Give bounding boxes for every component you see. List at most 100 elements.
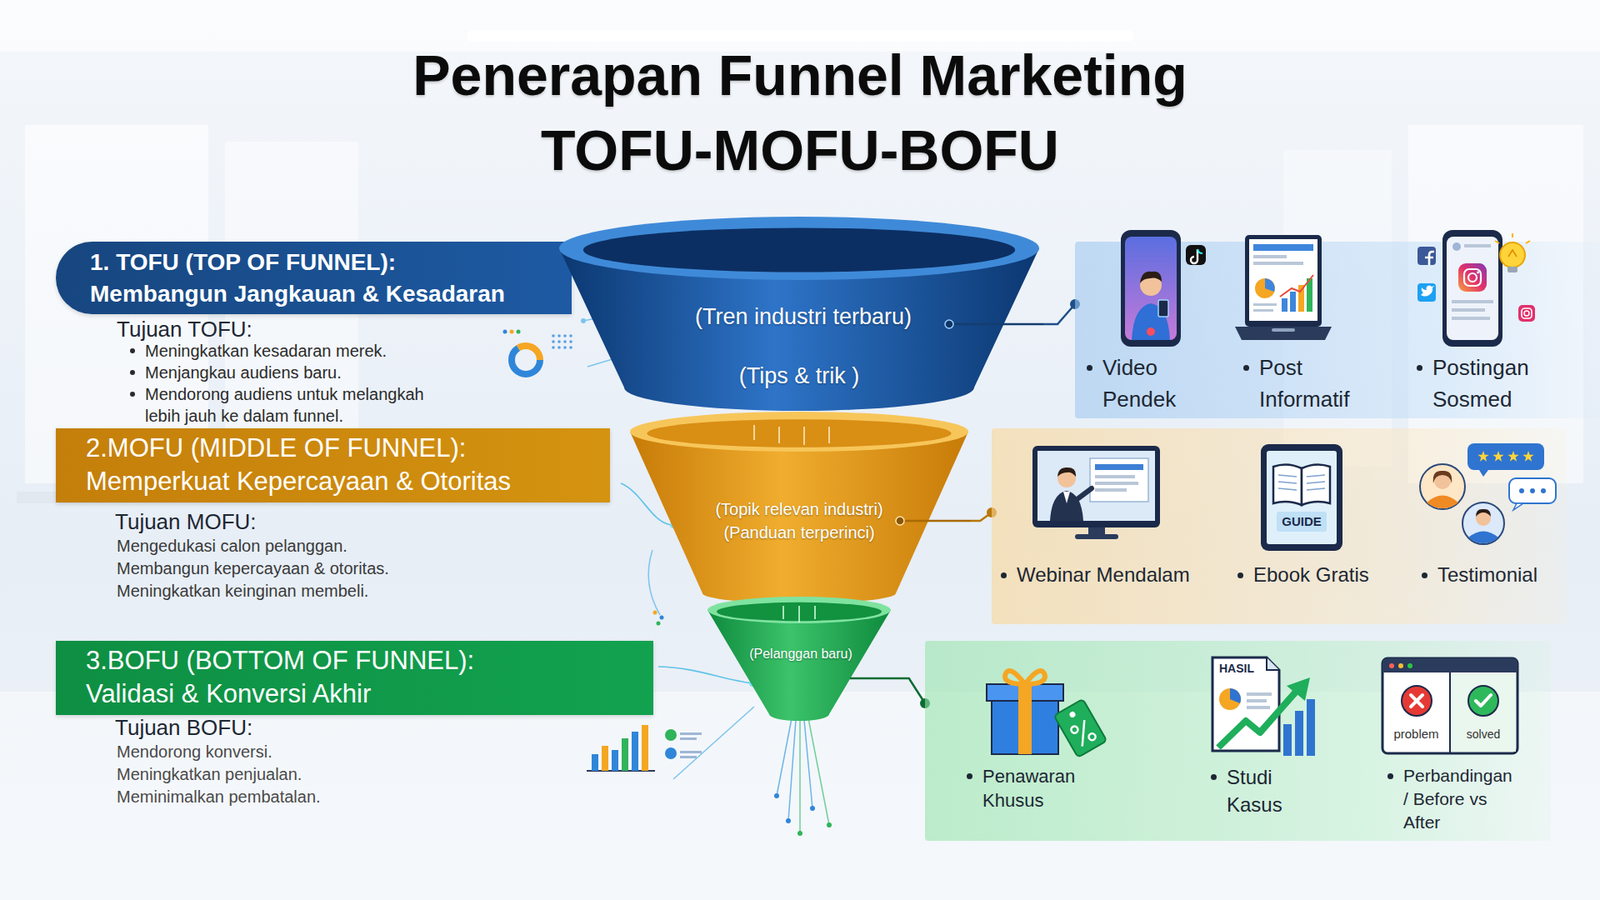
part-rect (631, 731, 639, 771)
part-circle (1452, 242, 1461, 251)
part-path (799, 720, 801, 834)
part-rect (1266, 450, 1337, 545)
part-path (1468, 531, 1499, 545)
icon-label: solved (1466, 727, 1500, 742)
part-ellipse (707, 596, 891, 624)
part-circle (569, 345, 573, 350)
goal-item: Mendorong audiens untuk melangkah lebih … (145, 383, 445, 427)
part-path (783, 605, 815, 623)
part-path (630, 431, 969, 604)
part-path (1273, 464, 1302, 505)
part-rect (1018, 684, 1032, 755)
part-rect (591, 754, 599, 771)
funnel-bottom-section: (Pelanggan baru) (704, 595, 896, 730)
part-path (1433, 470, 1453, 484)
part-path (707, 610, 891, 721)
stage-heading: 3.BOFU (BOTTOM OF FUNNEL): (85, 644, 475, 678)
part-rect (1446, 236, 1499, 340)
part-circle (1401, 685, 1432, 716)
part-ellipse (559, 216, 1040, 280)
part-path (1218, 690, 1297, 748)
part-circle (563, 340, 567, 344)
part-rect (1095, 475, 1135, 479)
content-caption: Webinar Mendalam (1016, 562, 1190, 588)
part-circle (551, 334, 555, 338)
part-circle (665, 729, 677, 741)
part-rect (1467, 443, 1545, 470)
part-rect (1507, 266, 1518, 273)
part-ellipse (583, 227, 1015, 272)
part-path (1063, 491, 1070, 504)
part-circle (1530, 488, 1535, 494)
part-path (1382, 658, 1518, 673)
part-polygon (1507, 450, 1519, 462)
part-path (1266, 657, 1280, 670)
part-rect (1276, 511, 1327, 532)
part-rect (1185, 245, 1206, 265)
part-rect (1417, 283, 1436, 302)
part-rect (680, 737, 697, 740)
part-rect (1253, 255, 1287, 259)
goal-item: Meningkatkan kesadaran merek. (145, 340, 387, 362)
part-rect (1246, 705, 1270, 710)
part-path (1057, 467, 1076, 477)
part-rect (680, 755, 697, 759)
part-polygon (1477, 450, 1489, 462)
part-rect (1451, 316, 1490, 320)
part-circle (1087, 732, 1097, 742)
part-circle (1398, 663, 1404, 669)
funnel-middle-section: (Topik relevan industri)(Panduan terperi… (629, 410, 971, 604)
content-icons (991, 428, 1567, 625)
part-path (1513, 503, 1524, 510)
icon-label: problem (1393, 726, 1439, 742)
part-path (1410, 695, 1423, 707)
part-rect (1283, 724, 1292, 756)
connector-line (895, 678, 925, 704)
part-circle (945, 320, 954, 329)
stage-heading: 2.MOFU (MIDDLE OF FUNNEL): (85, 431, 466, 465)
goal-text: Mendorong konversi. (116, 740, 273, 763)
part-path (1190, 249, 1198, 264)
part-path (658, 666, 753, 684)
part-path (1479, 470, 1489, 477)
part-rect (611, 750, 619, 771)
part-rect (601, 745, 609, 771)
part-path (788, 720, 796, 821)
part-rect (1246, 692, 1272, 696)
part-path (1212, 657, 1280, 751)
part-circle (503, 330, 508, 335)
part-rect (1032, 445, 1160, 528)
part-rect (1090, 458, 1149, 502)
part-path (754, 425, 830, 445)
part-circle (774, 793, 780, 799)
part-circle (665, 747, 677, 760)
content-caption: Video Pendek (1102, 351, 1228, 415)
part-circle (563, 345, 567, 350)
part-path (1140, 271, 1162, 284)
part-path (1280, 275, 1314, 297)
part-rect (1253, 309, 1274, 312)
part-circle (1068, 710, 1077, 720)
part-circle (810, 805, 815, 811)
part-path (1475, 509, 1491, 517)
part-line (1449, 672, 1451, 754)
content-band: Video PendekPost InformatifPostingan Sos… (1075, 241, 1600, 419)
stage-subheading: Validasi & Konversi Akhir (85, 677, 371, 711)
part-circle (569, 334, 573, 338)
goal-text: Meningkatkan penjualan. (116, 763, 302, 785)
funnel-text: (Tips & trik ) (739, 363, 860, 390)
part-rect (1054, 699, 1108, 758)
part-rect (1253, 261, 1304, 265)
funnel-text: (Panduan terperinci) (723, 523, 875, 543)
part-rect (1281, 298, 1288, 312)
funnel-top-section: (Tren industri terbaru)(Tips & trik ) (556, 215, 1044, 415)
part-line (850, 677, 896, 680)
part-rect (1125, 236, 1177, 340)
content-caption: Post Informatif (1259, 351, 1385, 415)
part-path (1301, 464, 1330, 505)
part-rect (1458, 263, 1487, 292)
part-rect (1417, 246, 1436, 265)
part-path (1005, 670, 1045, 685)
part-circle (1500, 242, 1525, 268)
part-path (1420, 285, 1435, 297)
